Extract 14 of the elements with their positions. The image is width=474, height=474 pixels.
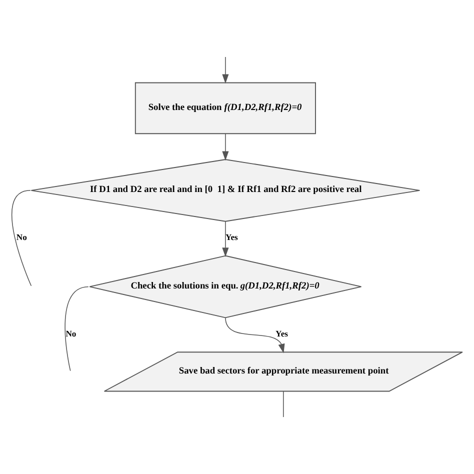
edge-label: Yes: [276, 328, 288, 338]
edge-label: Yes: [225, 232, 238, 242]
node-diamond: Check the solutions in equ. g(D1,D2,Rf1,Rf2)=0: [89, 255, 362, 318]
connector: [11, 190, 32, 286]
arrow: [222, 133, 229, 161]
edge-label: No: [66, 328, 76, 338]
connector: [64, 286, 89, 372]
arrow: [225, 317, 285, 354]
node-diamond: If D1 and D2 are real and in [0 1] & If Rf1 and Rf2 are positive real: [30, 159, 420, 222]
connector: [283, 390, 284, 418]
node-box: Solve the equation f(D1,D2,Rf1,Rf2)=0: [134, 82, 316, 134]
arrow: [222, 56, 229, 84]
edge-label: No: [16, 232, 27, 242]
arrow: [222, 220, 229, 257]
